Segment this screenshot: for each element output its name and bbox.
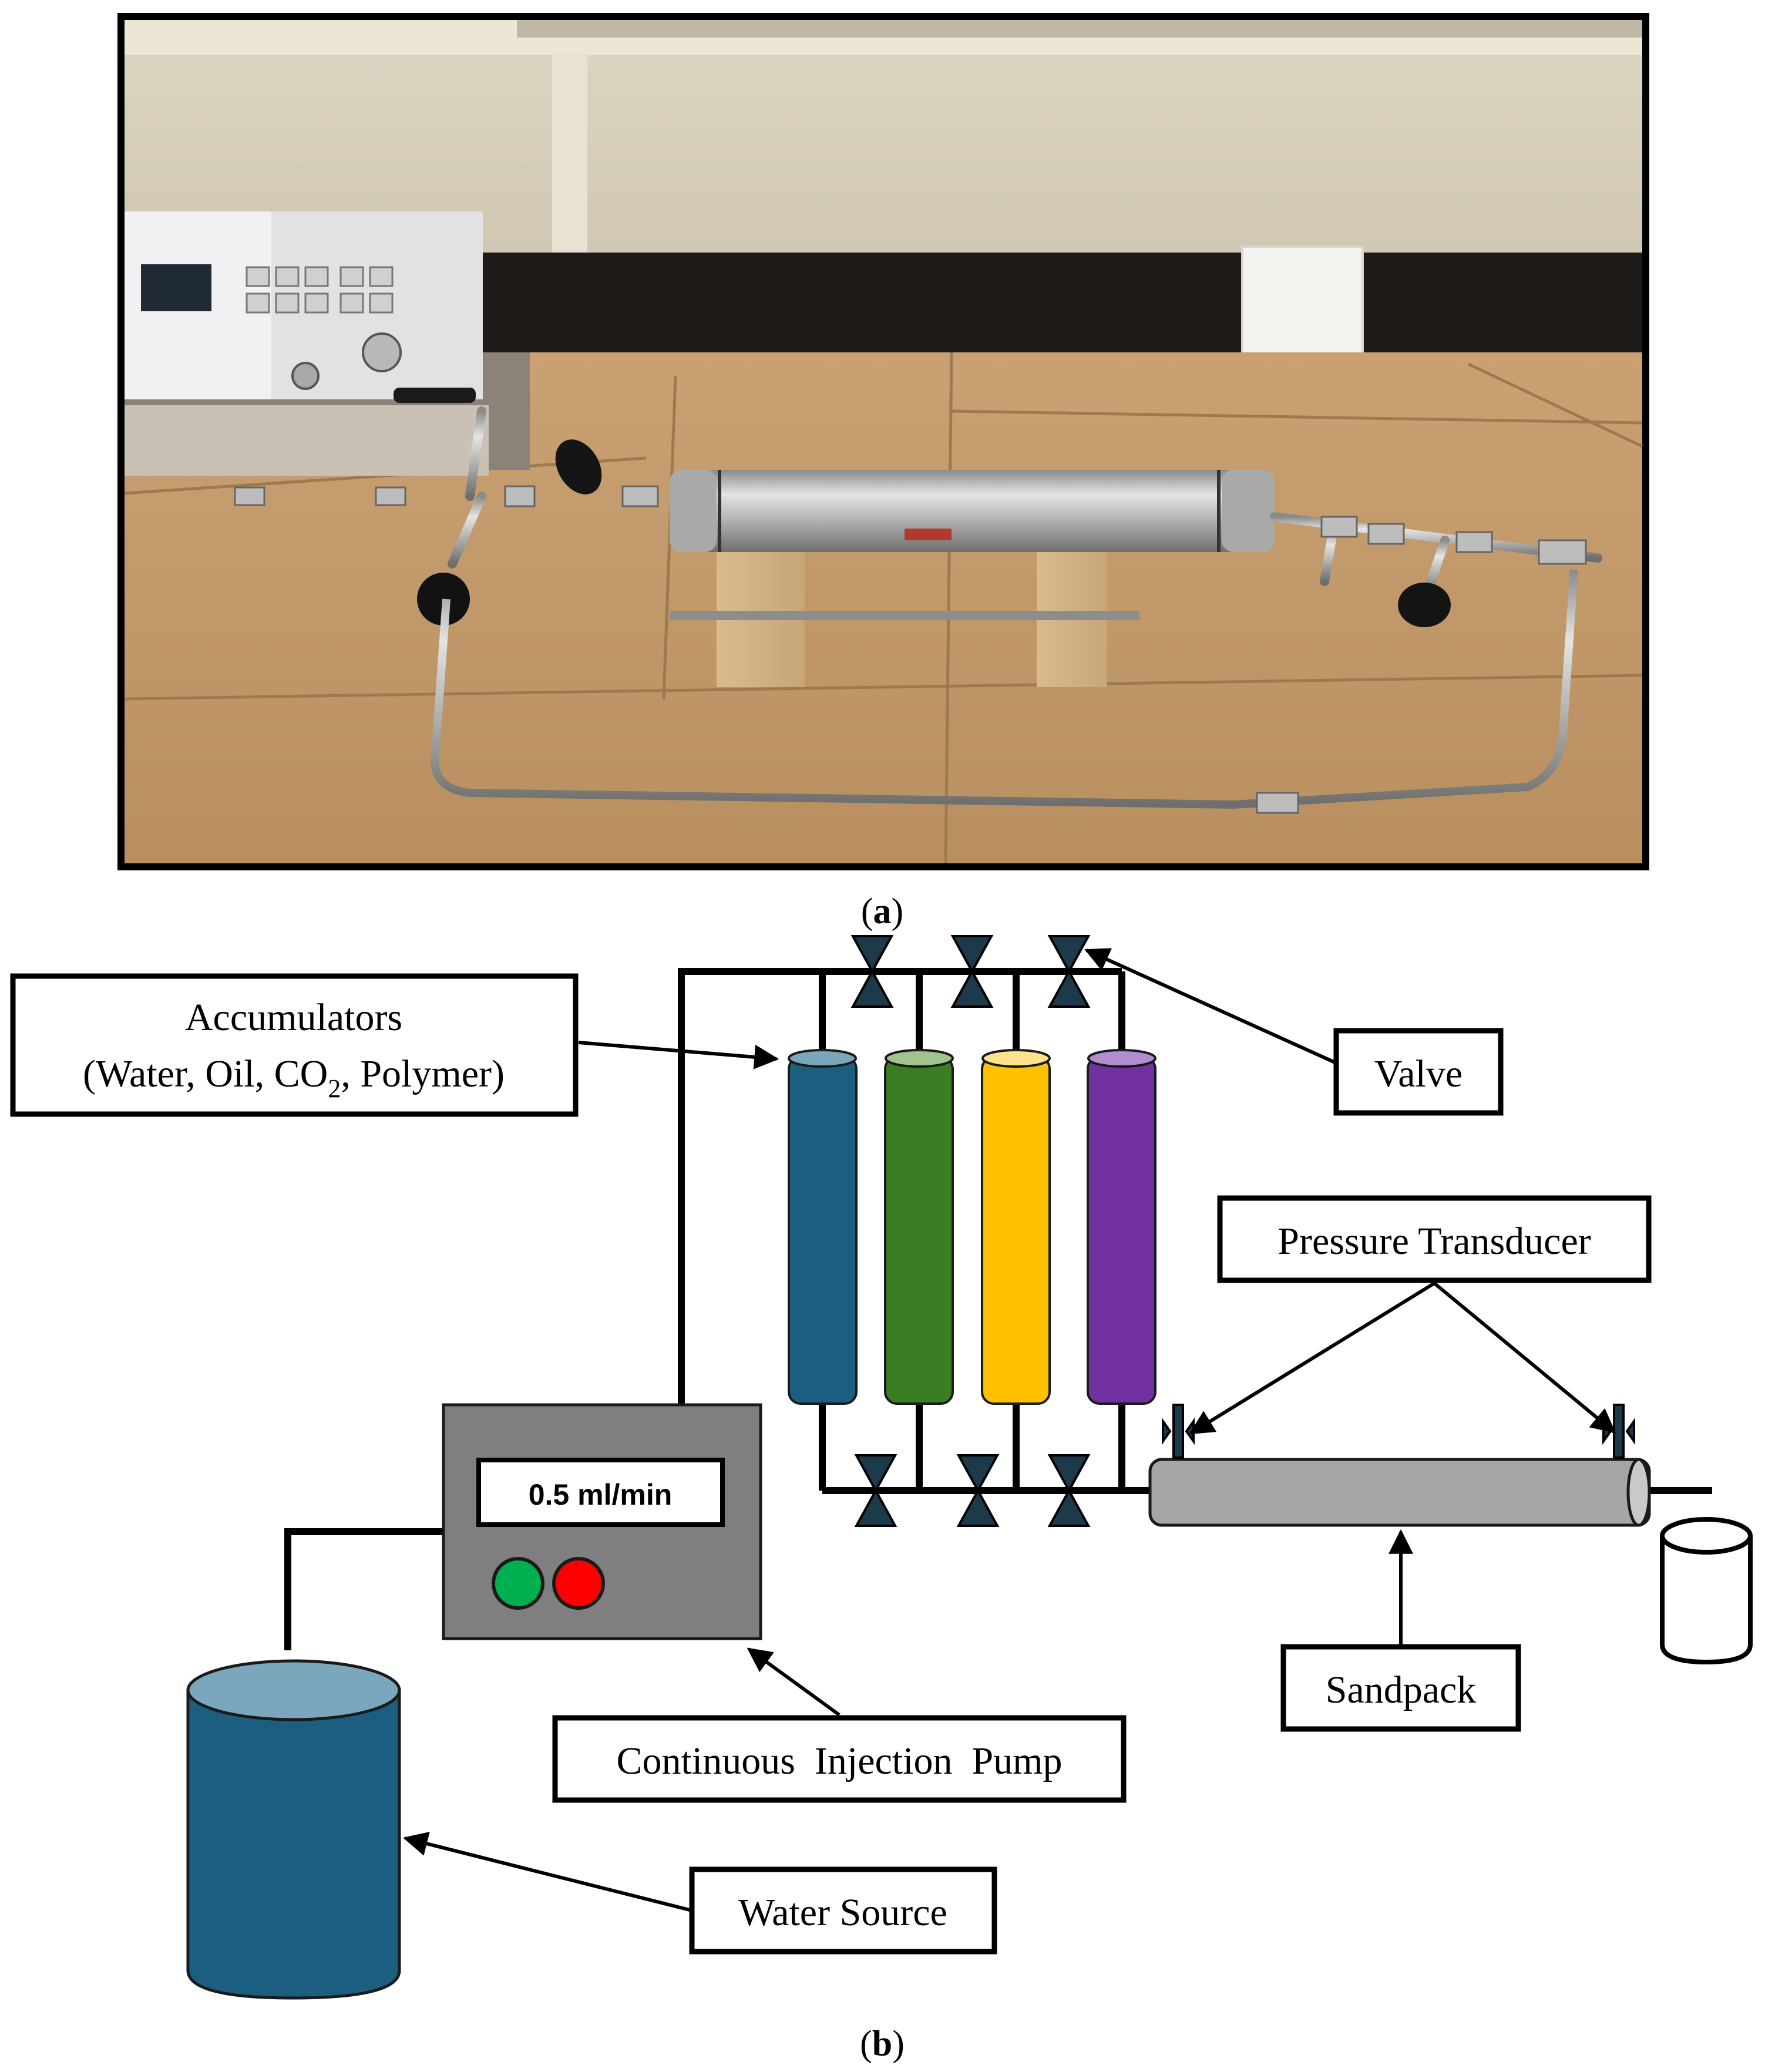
pressure-transducer-label: Pressure Transducer — [1277, 1220, 1591, 1263]
water-source-tank — [186, 1659, 401, 2000]
photo-content — [124, 20, 1643, 864]
labels: Accumulators (Water, Oil, CO2, Polymer) … — [10, 973, 1652, 1955]
accumulators-label: Accumulators — [185, 996, 402, 1039]
pump-outlet-line — [678, 968, 1122, 1408]
photo-wood-stands — [670, 552, 1139, 687]
pressure-transducer-right — [1602, 1404, 1635, 1459]
injection-pump: 0.5 ml/min — [442, 1403, 762, 1640]
caption-a: (a) — [861, 892, 903, 931]
arrow-pump — [747, 1647, 841, 1717]
accumulator-oil — [884, 1049, 954, 1405]
valves-top — [850, 935, 1091, 1008]
pressure-transducer-label-box — [1217, 1195, 1652, 1283]
start-button — [492, 1557, 544, 1610]
valve-bottom-2 — [956, 1454, 1000, 1527]
valve-bottom-3 — [1047, 1454, 1091, 1527]
stop-button — [552, 1557, 605, 1610]
pointer-arrows — [402, 948, 1616, 1912]
photo-sandpack-cylinder — [670, 470, 1275, 552]
accumulator-co2 — [981, 1049, 1051, 1405]
accumulators-label-box — [10, 973, 579, 1117]
arrow-transducer-right — [1433, 1281, 1616, 1434]
valve-top-3 — [1047, 935, 1091, 1008]
valve-top-1 — [850, 935, 894, 1008]
valves-bottom — [854, 1454, 1091, 1527]
valve-label: Valve — [1374, 1052, 1463, 1095]
water-supply-line — [284, 1528, 443, 1650]
schematic-panel — [284, 968, 1712, 1650]
caption-b: (b) — [860, 2024, 905, 2064]
photo-panel — [117, 13, 1649, 870]
pump-display — [476, 1458, 725, 1527]
arrow-valve — [1084, 948, 1337, 1065]
photo-pump — [125, 211, 530, 476]
water-source-label: Water Source — [738, 1891, 947, 1934]
arrow-water-source — [402, 1831, 692, 1912]
accumulator-water — [788, 1049, 858, 1405]
pump-display-text: 0.5 ml/min — [529, 1478, 673, 1511]
arrow-transducer-left — [1189, 1281, 1435, 1435]
sandpack — [1148, 1458, 1651, 1527]
accumulator-polymer — [1087, 1049, 1157, 1405]
valve-bottom-1 — [854, 1454, 897, 1527]
accumulators — [788, 1049, 1157, 1405]
sandpack-label-box — [1280, 1644, 1521, 1732]
pressure-transducers — [1162, 1404, 1635, 1459]
pump-label: Continuous Injection Pump — [617, 1740, 1063, 1782]
collection-beaker — [1660, 1517, 1753, 1665]
pump-label-box — [552, 1715, 1127, 1803]
pressure-transducer-left — [1162, 1404, 1195, 1459]
arrow-accumulators — [578, 1041, 779, 1069]
valve-label-box — [1333, 1028, 1504, 1116]
accumulators-sublabel: (Water, Oil, CO2, Polymer) — [83, 1052, 505, 1103]
sandpack-label: Sandpack — [1326, 1669, 1477, 1711]
valve-top-2 — [950, 935, 994, 1008]
